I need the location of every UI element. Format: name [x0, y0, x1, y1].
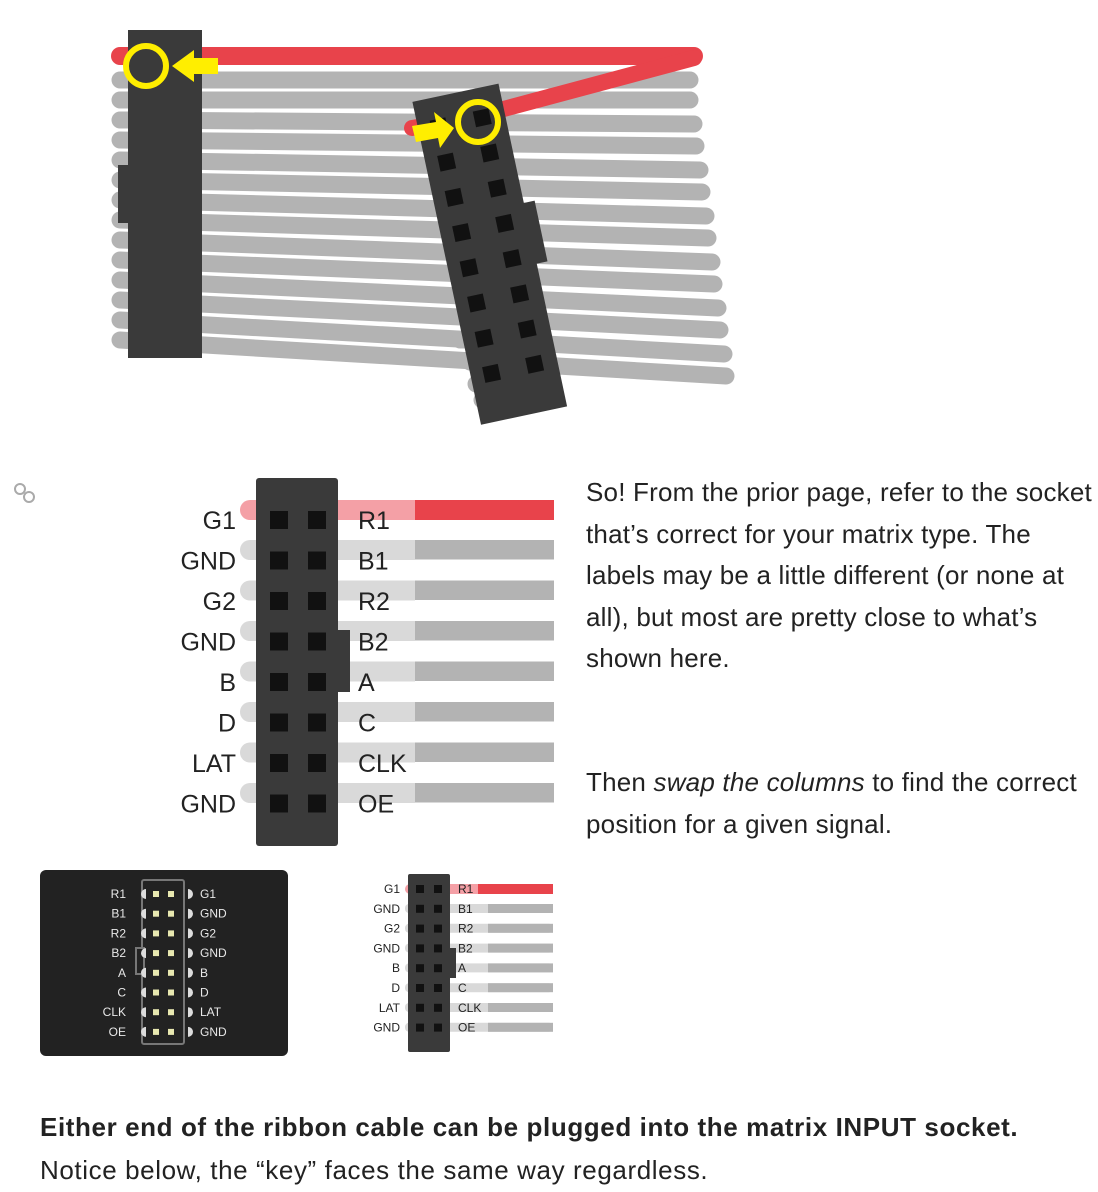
pin-label-right: R1 — [358, 507, 390, 535]
swap-paragraph: Then swap the columns to find the correc… — [586, 762, 1086, 845]
pin-label-right: R2 — [358, 588, 390, 616]
pin-label-left: GND — [180, 791, 236, 819]
socket-label-left: A — [118, 966, 126, 980]
ribbon-note-bold: Either end of the ribbon cable can be pl… — [40, 1112, 1019, 1142]
socket-label-left: C — [117, 986, 126, 1000]
pin1-highlight-right — [412, 99, 501, 148]
socket-label-right: GND — [200, 946, 227, 960]
pinout-connector — [256, 478, 338, 846]
pin1-highlight-left — [123, 43, 218, 89]
small-label-right: B1 — [458, 902, 473, 916]
small-label-right: CLK — [458, 1001, 481, 1015]
pin-label-left: LAT — [192, 750, 236, 778]
swap-text-end: to find the correct position for a given… — [586, 767, 1077, 839]
socket-label-left: CLK — [103, 1005, 126, 1019]
pin-label-right: OE — [358, 791, 394, 819]
socket-label-left: B2 — [111, 946, 126, 960]
small-label-right: R2 — [458, 922, 474, 936]
pin-label-left: GND — [180, 548, 236, 576]
pin-label-right: B1 — [358, 548, 389, 576]
ribbon-cable-illustration — [111, 30, 735, 425]
pin-label-right: C — [358, 710, 376, 738]
socket-label-right: GND — [200, 1025, 227, 1039]
pin-label-left: B — [219, 669, 236, 697]
socket-label-right: B — [200, 966, 208, 980]
socket-label-right: D — [200, 986, 209, 1000]
small-label-left: G1 — [384, 882, 400, 896]
pin-label-left: GND — [180, 629, 236, 657]
small-label-left: LAT — [379, 1001, 401, 1015]
socket-label-right: G2 — [200, 926, 216, 940]
pin-label-left: D — [218, 710, 236, 738]
ribbon-note-paragraph: Either end of the ribbon cable can be pl… — [40, 1106, 1090, 1192]
socket-label-left: R2 — [111, 926, 127, 940]
small-label-right: OE — [458, 1021, 475, 1035]
pin-label-right: A — [358, 669, 375, 697]
ribbon-note-rest: Notice below, the “key” faces the same w… — [40, 1155, 709, 1185]
small-label-left: B — [392, 961, 400, 975]
small-label-right: R1 — [458, 882, 474, 896]
small-label-right: C — [458, 981, 467, 995]
socket-label-right: G1 — [200, 887, 216, 901]
small-label-left: D — [391, 981, 400, 995]
pin-label-left: G2 — [203, 588, 236, 616]
small-label-left: G2 — [384, 922, 400, 936]
small-label-right: B2 — [458, 941, 473, 955]
link-icon[interactable] — [12, 480, 38, 506]
pin-label-right: CLK — [358, 750, 407, 778]
socket-label-right: LAT — [200, 1005, 222, 1019]
socket-label-right: GND — [200, 907, 227, 921]
small-label-left: GND — [373, 941, 400, 955]
intro-paragraph: So! From the prior page, refer to the so… — [586, 477, 1092, 673]
pin-label-left: G1 — [203, 507, 236, 535]
socket-label-left: B1 — [111, 907, 126, 921]
swap-emphasis: swap the columns — [653, 767, 865, 797]
swap-text-start: Then — [586, 767, 654, 797]
ribbon-wires — [111, 71, 735, 385]
pin-label-right: B2 — [358, 629, 389, 657]
small-label-left: GND — [373, 902, 400, 916]
socket-label-left: R1 — [111, 887, 127, 901]
small-label-left: GND — [373, 1021, 400, 1035]
small-label-right: A — [458, 961, 466, 975]
socket-label-left: OE — [109, 1025, 126, 1039]
